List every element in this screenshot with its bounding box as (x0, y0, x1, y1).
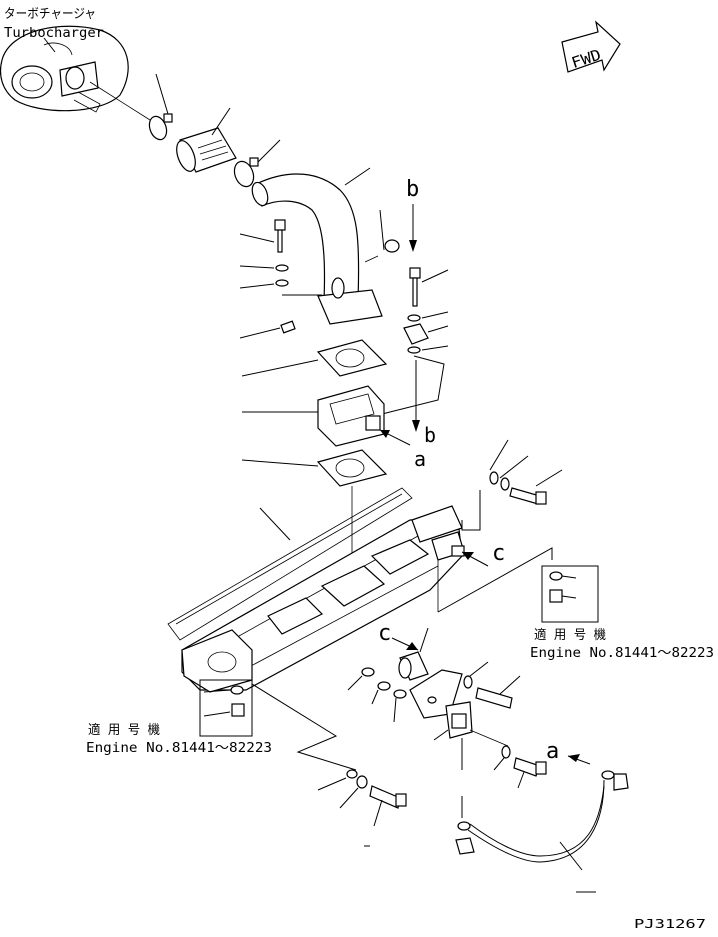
ref-a-bottom-label: a (546, 739, 559, 764)
reference-b-top: b (406, 177, 419, 252)
reference-a-bottom: a (546, 739, 591, 765)
turbocharger-en-label: Turbocharger (4, 26, 104, 41)
ref-b-mid-label: b (424, 423, 436, 447)
ground-wire (455, 770, 629, 893)
bolt-set-bottom-left (251, 683, 407, 847)
bolt-set-left (239, 219, 322, 339)
gasket-lower (241, 449, 388, 560)
ref-c-right-label: c (492, 541, 505, 566)
reference-b-mid: b (412, 360, 436, 447)
applicability-left-jp: 適 用 号 機 (88, 722, 160, 738)
bracket-and-sensor (347, 667, 473, 770)
applicability-right-jp: 適 用 号 機 (534, 627, 606, 643)
elbow-pipe (251, 167, 400, 325)
ref-c-left-label: c (378, 621, 391, 646)
exhaust-manifold (167, 487, 553, 693)
applicability-left-en: Engine No.81441～82223 (86, 741, 272, 756)
turbocharger-assembly: ターボチャージャ Turbocharger (0, 7, 129, 113)
forward-direction-arrow: FWD (561, 20, 621, 73)
bolt-set-right (381, 267, 449, 415)
valve-body (242, 385, 385, 447)
bolt-set-sensor (463, 661, 547, 789)
applicability-box-left: 適 用 号 機 Engine No.81441～82223 (86, 679, 272, 756)
reference-c-right: c (461, 541, 505, 567)
turbocharger-jp-label: ターボチャージャ (4, 7, 96, 22)
reference-c-left: c (378, 621, 419, 651)
applicability-box-right: 適 用 号 機 Engine No.81441～82223 (530, 565, 714, 661)
gasket-upper (241, 339, 388, 377)
ref-b-top-label: b (406, 177, 419, 202)
hose-and-clamps (89, 73, 281, 188)
drawing-number: PJ31267 (634, 917, 706, 931)
ref-a-mid-label: a (414, 447, 426, 471)
applicability-right-en: Engine No.81441～82223 (530, 646, 714, 661)
spacer-collar (398, 627, 429, 681)
reference-a-mid: a (379, 429, 426, 471)
bolt-set-manifold-end (461, 439, 563, 531)
